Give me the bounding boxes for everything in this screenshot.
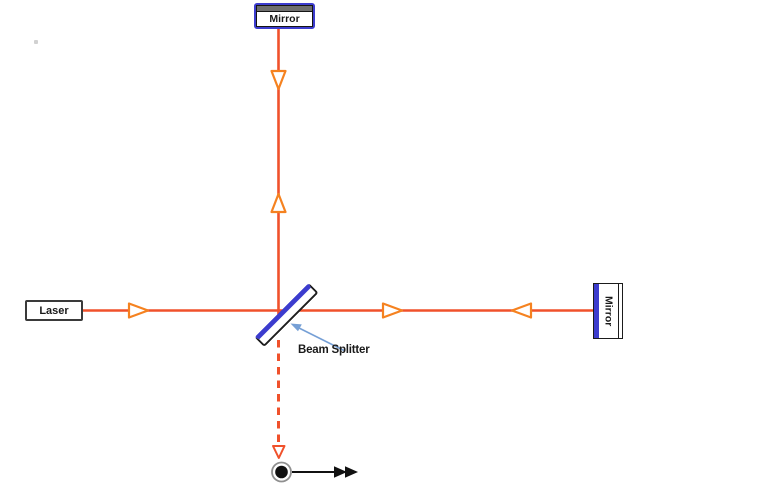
mirror-right-box: Mirror bbox=[593, 283, 623, 339]
image-artifact-dot bbox=[34, 40, 38, 44]
mirror-right-surface bbox=[594, 284, 599, 338]
annotation-arrowhead-icon bbox=[290, 323, 302, 332]
detector-core bbox=[275, 465, 288, 479]
beam-arrow-splitter-to-top-mirror-icon bbox=[270, 192, 287, 214]
mirror-top-box: Mirror bbox=[254, 3, 315, 29]
mirror-right-back bbox=[619, 284, 622, 338]
mirror-right-label: Mirror bbox=[599, 284, 619, 338]
mirror-top-label: Mirror bbox=[256, 11, 313, 27]
beam-arrow-top-mirror-return-icon bbox=[270, 69, 287, 91]
annotation-arrow-line bbox=[297, 326, 346, 352]
beam-splitter-label: Beam Splitter bbox=[298, 344, 370, 356]
laser-label: Laser bbox=[39, 304, 69, 317]
mirror-top-back bbox=[256, 5, 313, 11]
beam-arrow-laser-to-splitter-icon bbox=[127, 302, 150, 319]
beam-arrow-splitter-to-right-mirror-icon bbox=[381, 302, 404, 319]
beam-arrow-to-detector-icon bbox=[272, 445, 286, 459]
output-arrowhead-2-icon bbox=[345, 466, 358, 478]
beam-arrow-right-mirror-return-icon bbox=[510, 302, 533, 319]
laser-box: Laser bbox=[25, 300, 83, 321]
output-arrowhead-1-icon bbox=[334, 466, 347, 478]
